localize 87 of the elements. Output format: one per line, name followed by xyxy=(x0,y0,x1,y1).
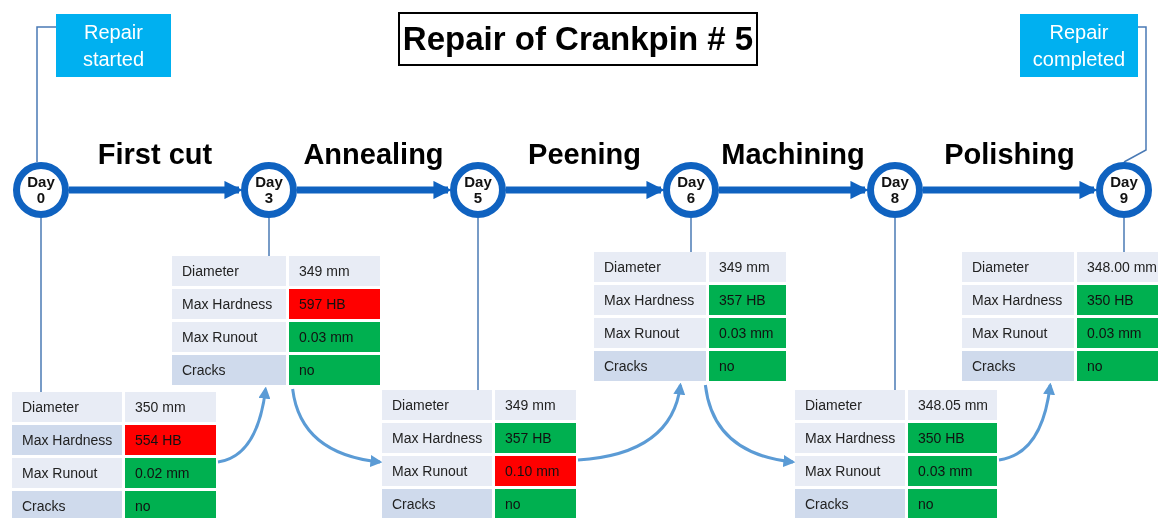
leader-line xyxy=(268,217,270,257)
measurement-value: no xyxy=(495,489,576,518)
arrow xyxy=(297,180,452,200)
property-label: Diameter xyxy=(962,252,1074,282)
data-table xyxy=(172,256,380,385)
milestone-label: Day 9 xyxy=(1109,174,1139,206)
milestone-circle xyxy=(867,162,923,218)
measurement-value: 350 HB xyxy=(1077,285,1158,315)
milestone-label: Day 6 xyxy=(676,174,706,206)
arrow xyxy=(703,384,796,467)
property-label: Cracks xyxy=(962,351,1074,381)
milestone-circle xyxy=(1096,162,1152,218)
property-label: Max Runout xyxy=(12,458,122,488)
measurement-value: no xyxy=(1077,351,1158,381)
measurement-value: 0.02 mm xyxy=(125,458,216,488)
measurement-value: 348.05 mm xyxy=(908,390,997,420)
measurement-value: 0.03 mm xyxy=(709,318,786,348)
property-label: Cracks xyxy=(594,351,706,381)
milestone-label: Day 8 xyxy=(880,174,910,206)
property-label: Max Runout xyxy=(172,322,286,352)
data-table xyxy=(962,252,1158,381)
leader-line xyxy=(36,26,57,163)
property-label: Diameter xyxy=(795,390,905,420)
arrow xyxy=(69,180,243,200)
measurement-value: no xyxy=(125,491,216,518)
milestone-circle xyxy=(13,162,69,218)
property-label: Cracks xyxy=(382,489,492,518)
property-label: Diameter xyxy=(382,390,492,420)
measurement-value: 350 HB xyxy=(908,423,997,453)
data-table xyxy=(382,390,576,518)
property-label: Cracks xyxy=(12,491,122,518)
measurement-value: 554 HB xyxy=(125,425,216,455)
measurement-value: no xyxy=(709,351,786,381)
measurement-value: 350 mm xyxy=(125,392,216,422)
property-label: Max Hardness xyxy=(382,423,492,453)
property-label: Cracks xyxy=(172,355,286,385)
property-label: Max Hardness xyxy=(594,285,706,315)
measurement-value: 349 mm xyxy=(289,256,380,286)
milestone-circle xyxy=(663,162,719,218)
measurement-value: 0.03 mm xyxy=(1077,318,1158,348)
measurement-value: 0.10 mm xyxy=(495,456,576,486)
measurement-value: 348.00 mm xyxy=(1077,252,1158,282)
milestone-label: Day 3 xyxy=(254,174,284,206)
measurement-value: 0.03 mm xyxy=(908,456,997,486)
measurement-value: 357 HB xyxy=(495,423,576,453)
arrow xyxy=(998,382,1055,462)
property-label: Max Runout xyxy=(382,456,492,486)
property-label: Diameter xyxy=(12,392,122,422)
measurement-value: 0.03 mm xyxy=(289,322,380,352)
leader-line xyxy=(1123,217,1125,253)
leader-line xyxy=(477,217,479,391)
callout-box: Repair started xyxy=(56,14,171,77)
property-label: Max Hardness xyxy=(795,423,905,453)
callout-box: Repair completed xyxy=(1020,14,1138,77)
property-label: Diameter xyxy=(594,252,706,282)
property-label: Cracks xyxy=(795,489,905,518)
property-label: Diameter xyxy=(172,256,286,286)
property-label: Max Hardness xyxy=(172,289,286,319)
title: Repair of Crankpin # 5 xyxy=(398,12,758,66)
arrow xyxy=(923,180,1098,200)
data-table xyxy=(594,252,786,381)
milestone-circle xyxy=(450,162,506,218)
property-label: Max Hardness xyxy=(12,425,122,455)
milestone-label: Day 5 xyxy=(463,174,493,206)
leader-line xyxy=(1123,26,1147,163)
measurement-value: 357 HB xyxy=(709,285,786,315)
leader-line xyxy=(894,217,896,391)
data-table xyxy=(795,390,997,518)
arrow xyxy=(217,386,271,464)
arrow xyxy=(719,180,869,200)
measurement-value: 597 HB xyxy=(289,289,380,319)
property-label: Max Runout xyxy=(795,456,905,486)
milestone-circle xyxy=(241,162,297,218)
arrow xyxy=(506,180,665,200)
measurement-value: 349 mm xyxy=(709,252,786,282)
property-label: Max Runout xyxy=(962,318,1074,348)
arrow xyxy=(291,388,383,467)
arrow xyxy=(577,382,685,462)
data-table xyxy=(12,392,216,518)
measurement-value: no xyxy=(289,355,380,385)
property-label: Max Runout xyxy=(594,318,706,348)
leader-line xyxy=(40,217,42,393)
measurement-value: 349 mm xyxy=(495,390,576,420)
property-label: Max Hardness xyxy=(962,285,1074,315)
measurement-value: no xyxy=(908,489,997,518)
milestone-label: Day 0 xyxy=(26,174,56,206)
leader-line xyxy=(690,217,692,253)
